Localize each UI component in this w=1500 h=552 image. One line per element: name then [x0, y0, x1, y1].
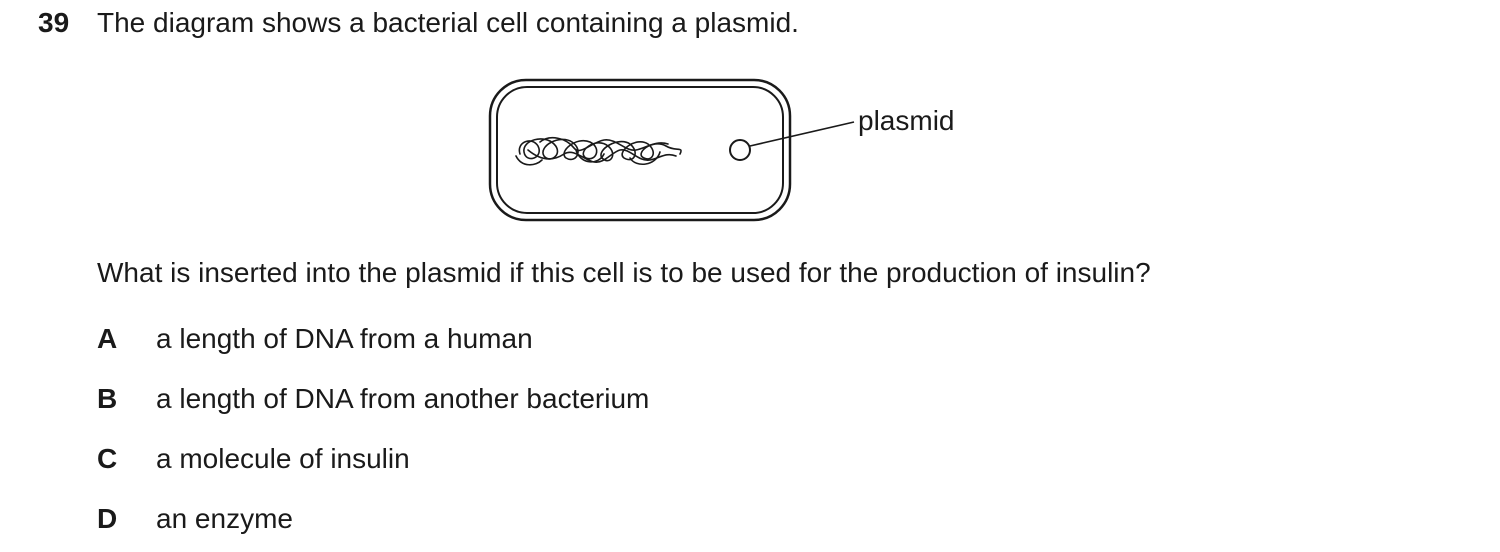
- option-letter: C: [97, 443, 118, 474]
- bacterial-cell-diagram: [488, 78, 855, 222]
- plasmid-label: plasmid: [858, 105, 955, 136]
- option-text: a length of DNA from a human: [156, 323, 533, 354]
- question-prompt: What is inserted into the plasmid if thi…: [97, 257, 1151, 288]
- question-number: 39: [38, 7, 70, 38]
- option-text: a length of DNA from another bacterium: [156, 383, 650, 414]
- cell-membrane-inner: [496, 86, 784, 214]
- question-stem: The diagram shows a bacterial cell conta…: [97, 7, 799, 38]
- option-text: a molecule of insulin: [156, 443, 410, 474]
- option-letter: D: [97, 503, 118, 534]
- plasmid-leader-line: [749, 121, 855, 147]
- plasmid-ring: [729, 139, 751, 161]
- chromosomal-dna: [515, 136, 682, 166]
- option-letter: A: [97, 323, 118, 354]
- option-text: an enzyme: [156, 503, 293, 534]
- option-letter: B: [97, 383, 118, 414]
- cell-wall-outer: [488, 78, 792, 222]
